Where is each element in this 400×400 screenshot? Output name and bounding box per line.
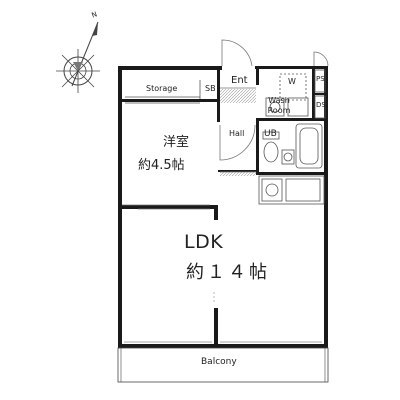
- entrance-floor-hatch: [220, 89, 256, 103]
- room-label-sb: SB: [205, 84, 216, 93]
- ps-door-swing: [313, 51, 329, 67]
- kitchen-floor-hatch: [220, 172, 256, 176]
- outer-walls: [118, 66, 328, 348]
- room-label-balcony: Balcony: [201, 357, 237, 367]
- room-label-hall: Hall: [229, 129, 245, 138]
- interior-walls: [122, 69, 327, 344]
- room-label-w: W: [288, 77, 296, 86]
- room-label-storage: Storage: [146, 84, 178, 93]
- room-label-ds: DS: [316, 101, 326, 109]
- room-size-western-room: 約4.5帖: [138, 158, 185, 173]
- room-label-ldk: LDK: [184, 231, 224, 253]
- balcony-area: [117, 347, 329, 383]
- fixtures: [122, 39, 326, 304]
- room-label-ent: Ent: [231, 75, 248, 86]
- room-label-western-room: 洋室: [163, 135, 190, 150]
- room-label-ps: PS: [316, 75, 325, 83]
- compass-rose-icon: [56, 21, 100, 93]
- room-label-wash-room: Wash Room: [267, 96, 291, 115]
- room-label-ub: UB: [264, 129, 277, 139]
- room-size-ldk: 約１４帖: [186, 262, 270, 283]
